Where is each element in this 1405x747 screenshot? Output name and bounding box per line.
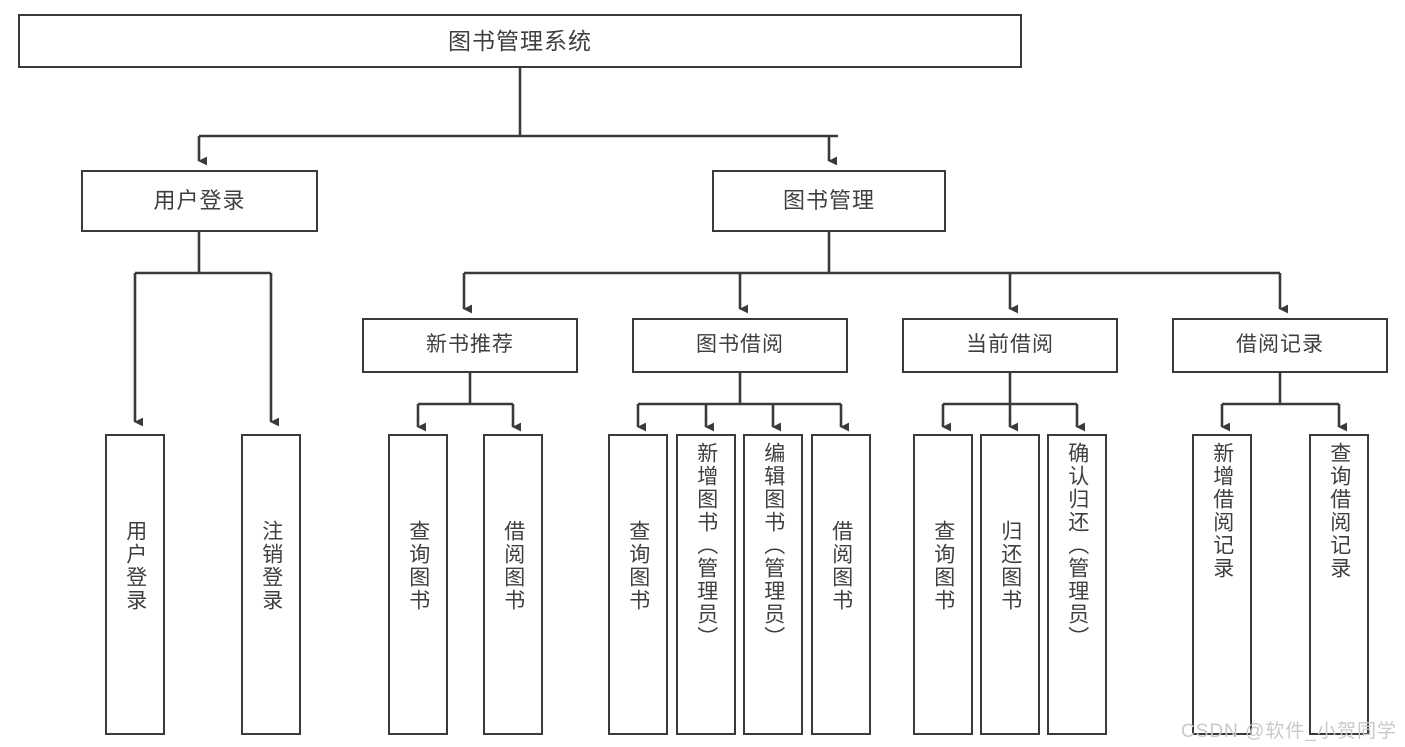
node-new-book-recommend[interactable]: 新书推荐 [362,318,578,373]
node-label: 编辑图书（管理员） [761,442,785,649]
node-label: 借阅图书 [829,520,853,612]
node-root-book-management-system[interactable]: 图书管理系统 [18,14,1022,68]
node-label: 图书借阅 [696,333,784,357]
node-book-borrow[interactable]: 图书借阅 [632,318,848,373]
node-leaf-add-book-admin[interactable]: 新增图书（管理员） [676,434,736,735]
node-label: 图书管理系统 [448,27,592,54]
node-label: 查询图书 [626,520,650,612]
node-leaf-borrow-book[interactable]: 借阅图书 [811,434,871,735]
node-label: 用户登录 [153,188,246,214]
node-leaf-logout-login[interactable]: 注销登录 [241,434,301,735]
node-label: 新书推荐 [426,333,514,357]
node-label: 当前借阅 [966,333,1054,357]
node-leaf-query-book-current[interactable]: 查询图书 [913,434,973,735]
node-label: 图书管理 [782,188,875,214]
node-label: 新增图书（管理员） [694,442,718,649]
node-book-management[interactable]: 图书管理 [712,170,946,232]
node-user-login[interactable]: 用户登录 [81,170,318,232]
node-label: 查询图书 [406,520,430,612]
node-leaf-borrow-book-recommend[interactable]: 借阅图书 [483,434,543,735]
node-leaf-query-borrow-record[interactable]: 查询借阅记录 [1309,434,1369,735]
node-label: 新增借阅记录 [1210,442,1234,580]
node-borrow-record[interactable]: 借阅记录 [1172,318,1388,373]
node-label: 借阅图书 [501,520,525,612]
node-leaf-query-book-borrow[interactable]: 查询图书 [608,434,668,735]
node-label: 注销登录 [259,520,283,612]
node-current-borrow[interactable]: 当前借阅 [902,318,1118,373]
node-label: 借阅记录 [1236,333,1324,357]
node-label: 用户登录 [123,520,147,612]
node-leaf-return-book[interactable]: 归还图书 [980,434,1040,735]
node-leaf-user-login[interactable]: 用户登录 [105,434,165,735]
node-leaf-query-book-recommend[interactable]: 查询图书 [388,434,448,735]
node-label: 归还图书 [998,520,1022,612]
node-label: 确认归还（管理员） [1065,442,1089,649]
node-label: 查询借阅记录 [1327,442,1351,580]
node-label: 查询图书 [931,520,955,612]
node-leaf-add-borrow-record[interactable]: 新增借阅记录 [1192,434,1252,735]
node-leaf-edit-book-admin[interactable]: 编辑图书（管理员） [743,434,803,735]
node-leaf-confirm-return-admin[interactable]: 确认归还（管理员） [1047,434,1107,735]
